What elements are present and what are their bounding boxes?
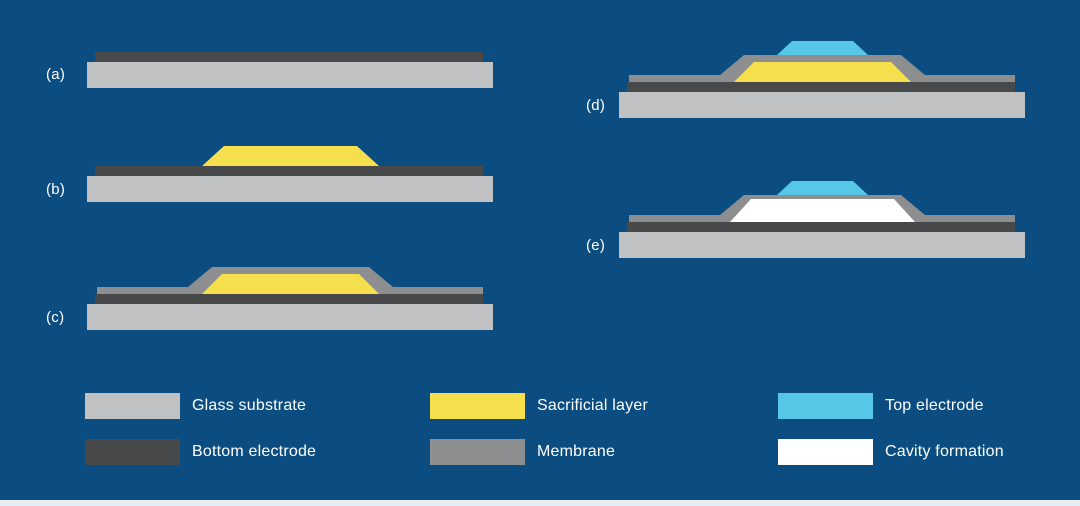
legend-swatch-sacrificial-layer xyxy=(430,393,525,419)
step-e-drawing xyxy=(619,181,1025,258)
step-figure-e xyxy=(617,172,1027,258)
step-label-a: (a) xyxy=(46,66,66,83)
legend-label-sacrificial-layer: Sacrificial layer xyxy=(537,397,648,414)
legend-swatch-cavity-formation xyxy=(778,439,873,465)
step-figure-a xyxy=(85,50,495,88)
glass-substrate-shape xyxy=(619,232,1025,258)
step-label-d: (d) xyxy=(586,97,606,114)
sacrificial-layer-shape xyxy=(734,62,911,82)
glass-substrate-shape xyxy=(87,62,493,88)
glass-substrate-shape xyxy=(87,176,493,202)
step-label-c: (c) xyxy=(46,309,65,326)
legend-label-top-electrode: Top electrode xyxy=(885,397,984,414)
step-figure-d xyxy=(617,32,1027,118)
step-figure-c xyxy=(85,260,495,330)
cavity-shape xyxy=(730,199,915,222)
step-b-drawing xyxy=(87,146,493,202)
step-c-drawing xyxy=(87,267,493,330)
legend-label-membrane: Membrane xyxy=(537,443,616,460)
bottom-electrode-shape xyxy=(627,82,1015,92)
top-electrode-shape xyxy=(777,181,868,195)
step-a-drawing xyxy=(87,52,493,88)
step-figure-b xyxy=(85,138,495,202)
legend-swatch-bottom-electrode xyxy=(85,439,180,465)
legend-label-cavity-formation: Cavity formation xyxy=(885,443,1004,460)
step-label-b: (b) xyxy=(46,181,66,198)
legend-swatch-membrane xyxy=(430,439,525,465)
sacrificial-layer-shape xyxy=(202,274,379,294)
legend-label-glass-substrate: Glass substrate xyxy=(192,397,307,414)
legend-swatch-top-electrode xyxy=(778,393,873,419)
bottom-electrode-shape xyxy=(95,52,483,62)
legend-swatch-glass-substrate xyxy=(85,393,180,419)
bottom-electrode-shape xyxy=(627,222,1015,232)
top-electrode-shape xyxy=(777,41,868,55)
step-label-e: (e) xyxy=(586,237,606,254)
bottom-electrode-shape xyxy=(95,166,483,176)
glass-substrate-shape xyxy=(619,92,1025,118)
bottom-strip xyxy=(0,500,1080,506)
bottom-electrode-shape xyxy=(95,294,483,304)
glass-substrate-shape xyxy=(87,304,493,330)
legend-label-bottom-electrode: Bottom electrode xyxy=(192,443,317,460)
step-d-drawing xyxy=(619,41,1025,118)
sacrificial-layer-shape xyxy=(202,146,379,166)
